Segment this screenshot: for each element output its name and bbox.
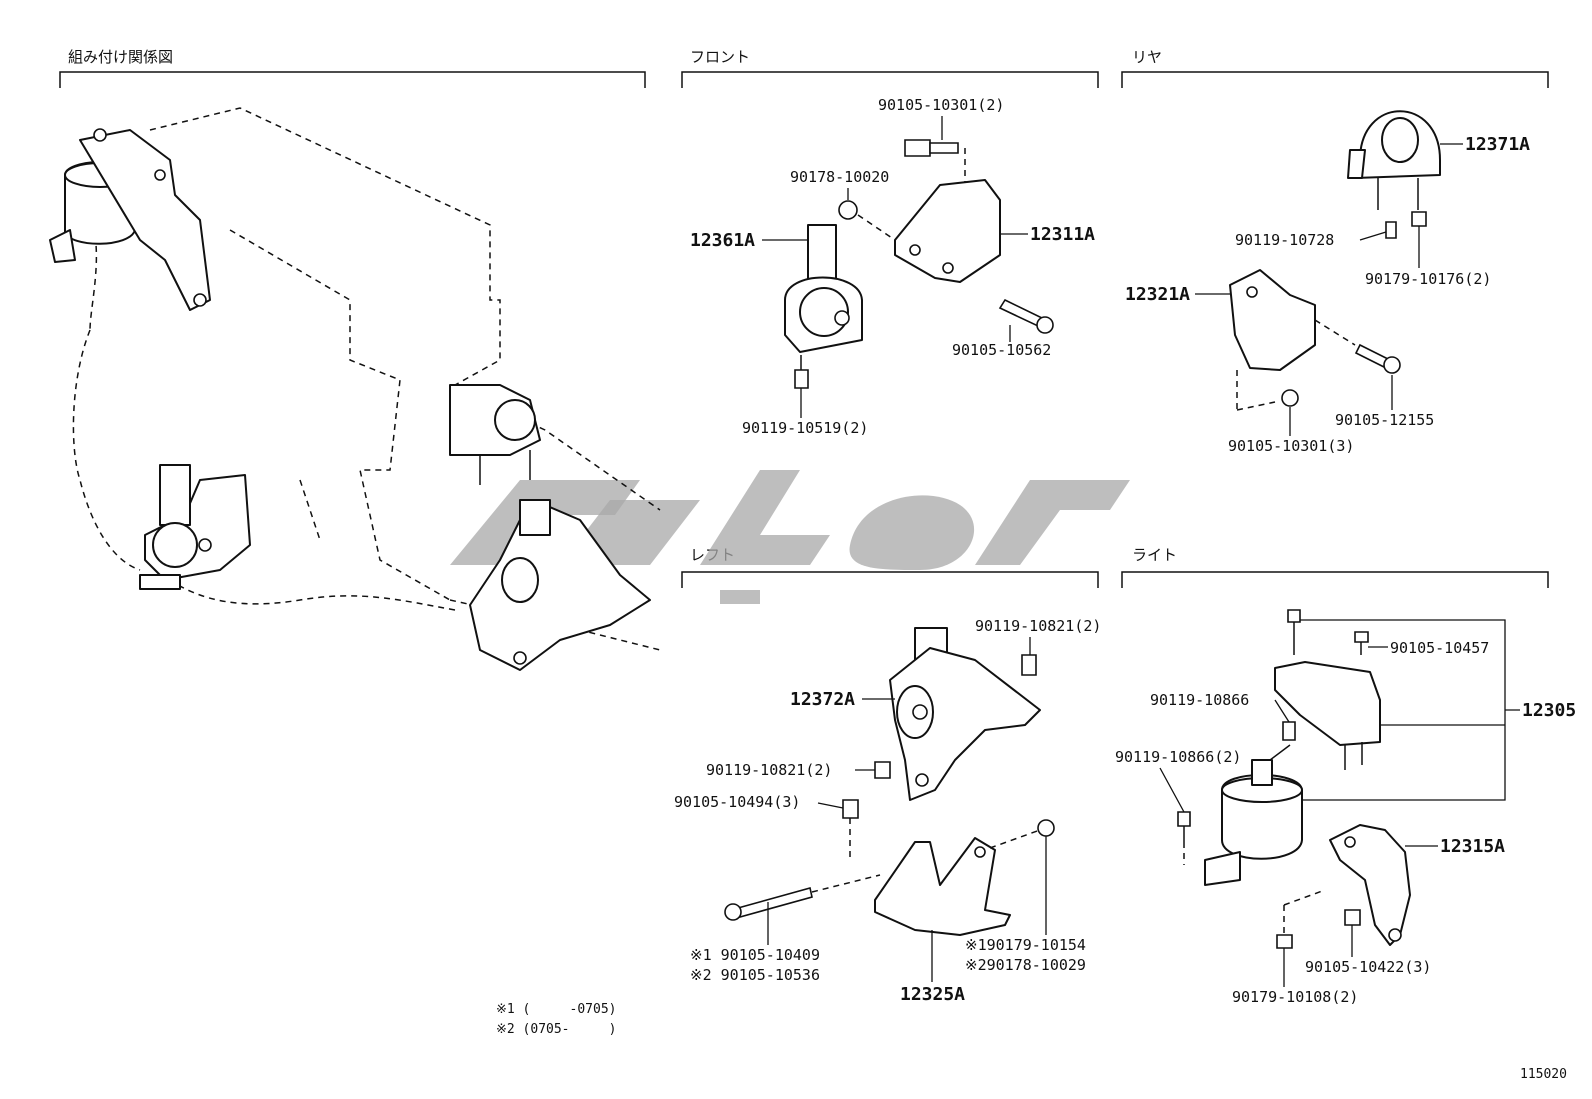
left-bolt-c-leader (817, 802, 844, 809)
figure-id: 115020 (1520, 1067, 1567, 1082)
engine-assembly-drawing (49, 107, 661, 671)
front-bolt-top-label: 90105-10301(2) (878, 96, 1004, 114)
rear-nut-a-label: 90179-10176(2) (1365, 270, 1491, 288)
left-bolt-mid-label: 90119-10821(2) (706, 761, 832, 779)
rear-bolt-long-label: 90105-12155 (1335, 411, 1434, 429)
front-bolt-long-label: 90105-10562 (952, 341, 1051, 359)
section-bracket-rear (1121, 71, 1549, 88)
front-bolt-bottom-label: 90119-10519(2) (742, 419, 868, 437)
section-header-assembly: 組み付け関係図 (68, 48, 173, 66)
section-header-rear: リヤ (1132, 48, 1162, 66)
right-bolt-d-label: 90105-10422(3) (1305, 958, 1431, 976)
left-bolt-c-label: 90105-10494(3) (674, 793, 800, 811)
right-bracket-label: 12315A (1440, 836, 1505, 857)
right-bolt-b-leader (1274, 699, 1290, 723)
right-bolt-b-label: 90119-10866 (1150, 691, 1249, 709)
rear-bolt-b-label: 90105-10301(3) (1228, 437, 1354, 455)
right-bolt-a-label: 90105-10457 (1390, 639, 1489, 657)
front-drawing (784, 139, 1054, 389)
section-bracket-front (681, 71, 1099, 88)
note-1: ※1 ( -0705) (496, 1002, 616, 1017)
left-insulator-label: 12372A (790, 689, 855, 710)
right-drawing (1177, 609, 1520, 949)
right-assembly-label: 12305 (1522, 700, 1576, 721)
section-header-right: ライト (1132, 546, 1177, 564)
rear-bolt-a-leader (1359, 231, 1387, 241)
rear-insulator-label: 12371A (1465, 134, 1530, 155)
left-drawing (724, 627, 1055, 936)
note-2: ※2 (0705- ) (496, 1022, 616, 1037)
left-nut-2-label: ※290178-10029 (965, 956, 1086, 974)
front-bracket-label: 12311A (1030, 224, 1095, 245)
section-bracket-right (1121, 571, 1549, 588)
section-header-front: フロント (690, 48, 750, 66)
right-nut-label: 90179-10108(2) (1232, 988, 1358, 1006)
section-bracket-left (681, 571, 1099, 588)
right-bolt-c-leader (1159, 767, 1185, 813)
rear-bracket-label: 12321A (1125, 284, 1190, 305)
left-nut-1-label: ※190179-10154 (965, 936, 1086, 954)
left-bolt-long-1-label: ※1 90105-10409 (690, 946, 820, 964)
section-bracket-assembly (59, 71, 646, 88)
front-nut-label: 90178-10020 (790, 168, 889, 186)
left-bolt-top-label: 90119-10821(2) (975, 617, 1101, 635)
rear-drawing (1229, 110, 1441, 411)
right-bolt-c-label: 90119-10866(2) (1115, 748, 1241, 766)
rear-bolt-a-label: 90119-10728 (1235, 231, 1334, 249)
left-bolt-long-2-label: ※2 90105-10536 (690, 966, 820, 984)
left-bracket-label: 12325A (900, 984, 965, 1005)
front-insulator-label: 12361A (690, 230, 755, 251)
